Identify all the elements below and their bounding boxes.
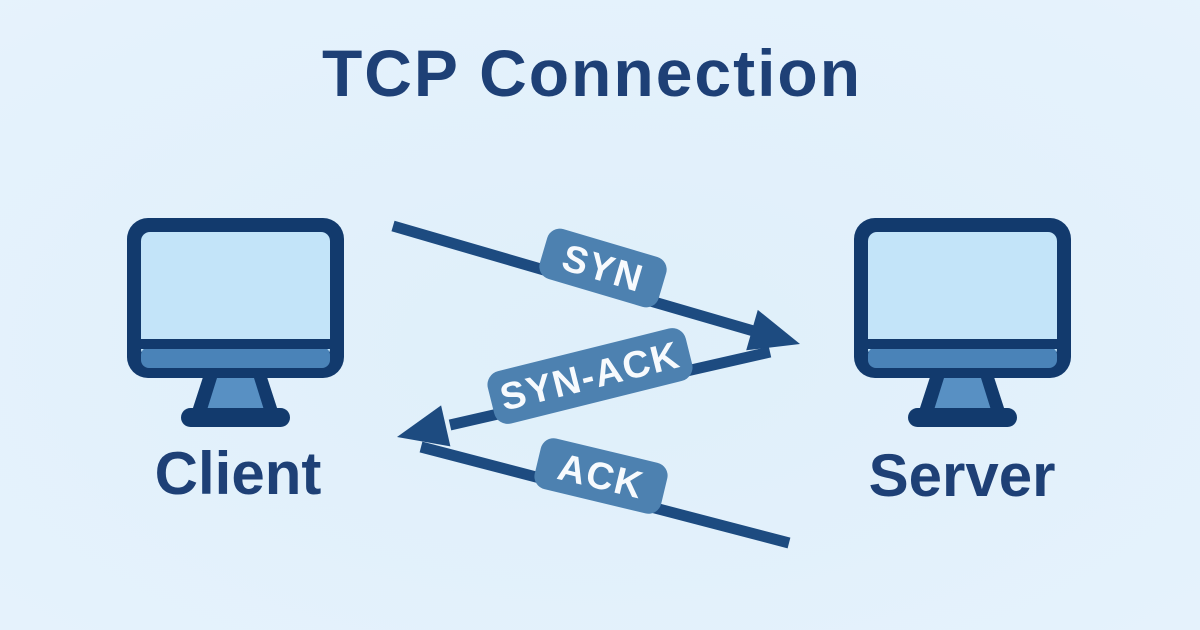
client-monitor-screen bbox=[141, 232, 330, 358]
syn-ack-badge-background bbox=[487, 328, 693, 424]
page-title: TCP Connection bbox=[321, 36, 863, 110]
syn-arrowhead-icon bbox=[746, 309, 800, 351]
server-monitor-base bbox=[908, 408, 1017, 427]
syn-badge-background bbox=[539, 228, 667, 308]
client-monitor-bezel-strip bbox=[141, 347, 330, 368]
syn-ack-arrowhead-icon bbox=[397, 405, 451, 447]
syn-badge: SYN bbox=[539, 228, 667, 308]
server-monitor-icon bbox=[854, 218, 1071, 427]
ack-badge: ACK bbox=[534, 438, 668, 514]
ack-badge-label: ACK bbox=[554, 446, 648, 507]
client-monitor-stand bbox=[207, 378, 264, 410]
server-monitor-screen bbox=[868, 232, 1057, 358]
syn-ack-badge: SYN-ACK bbox=[487, 328, 693, 424]
ack-badge-background bbox=[534, 438, 668, 514]
client-label: Client bbox=[154, 440, 322, 507]
server-monitor-bezel-strip bbox=[868, 347, 1057, 368]
client-monitor-icon bbox=[127, 218, 344, 427]
client-monitor-divider bbox=[141, 339, 330, 349]
server-label: Server bbox=[868, 442, 1056, 509]
client-monitor-base bbox=[181, 408, 290, 427]
server-monitor-stand bbox=[934, 378, 991, 410]
server-monitor-divider bbox=[868, 339, 1057, 349]
syn-ack-badge-label: SYN-ACK bbox=[496, 334, 684, 419]
